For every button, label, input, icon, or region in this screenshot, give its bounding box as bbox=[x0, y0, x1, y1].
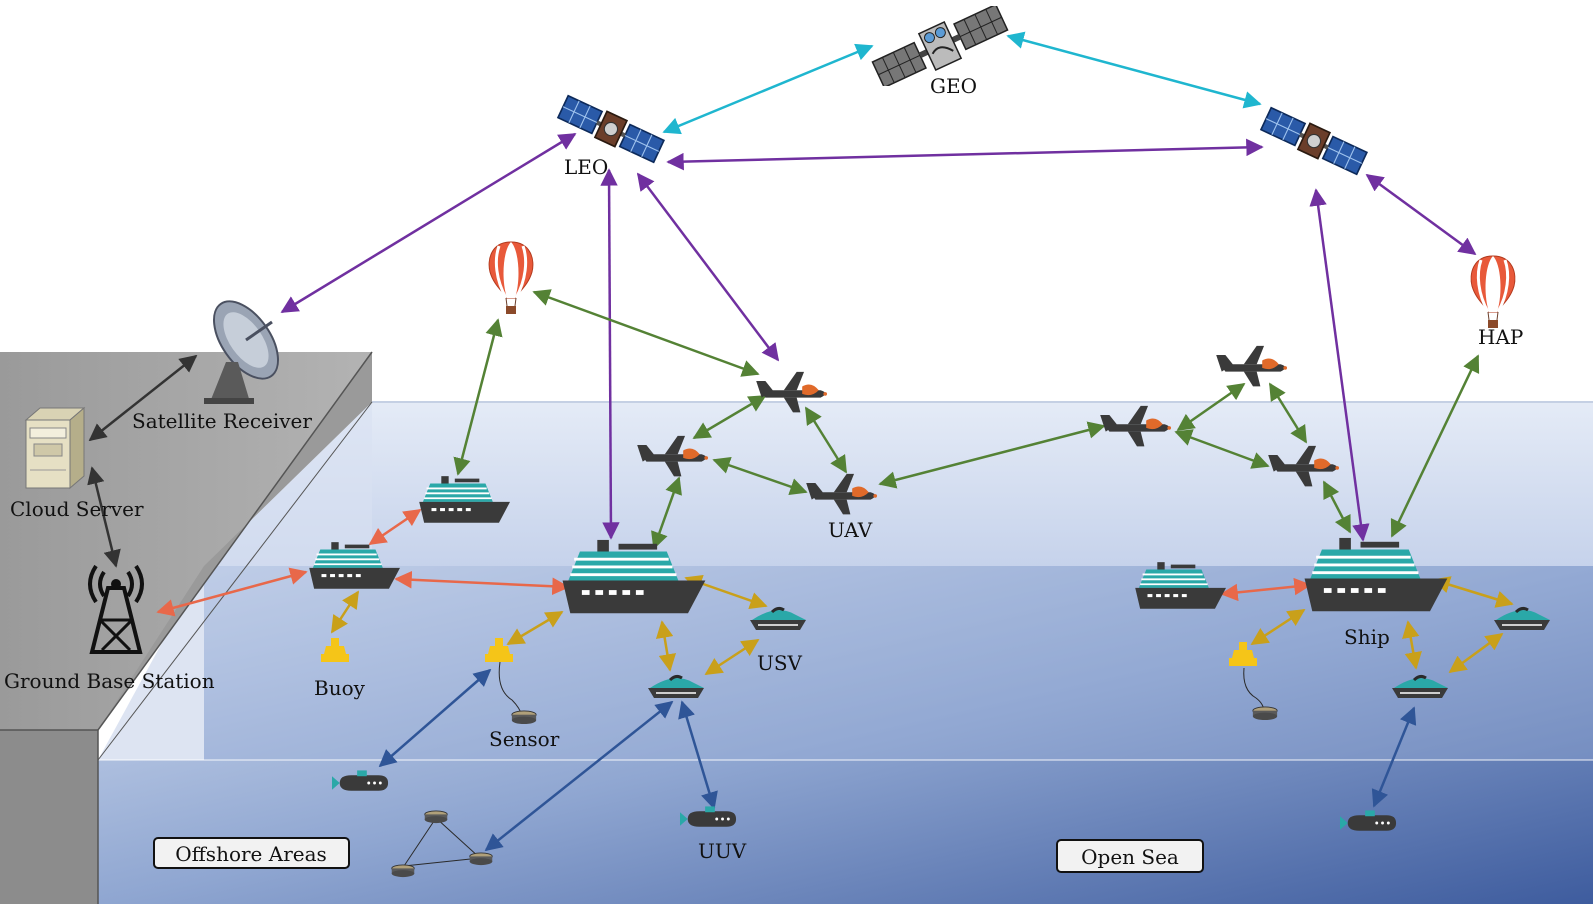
link-usv-usv-2 bbox=[1448, 632, 1504, 674]
link-ship-buoy bbox=[330, 590, 360, 634]
link-geo-leo bbox=[662, 43, 874, 135]
usv-label: USV bbox=[757, 651, 803, 675]
link-ship-gbs bbox=[156, 567, 308, 617]
sensor-icon bbox=[511, 710, 537, 725]
cloud-server-icon bbox=[24, 406, 86, 490]
link-uav-uav-6 bbox=[1174, 429, 1270, 469]
offshore-areas-badge: Offshore Areas bbox=[153, 837, 350, 869]
link-uav-uav-1 bbox=[692, 394, 767, 440]
link-usv-uuv bbox=[678, 700, 718, 810]
sensor-icon-2 bbox=[1252, 706, 1278, 721]
link-hap-uav bbox=[532, 289, 760, 377]
seabed-sensor-icon-3 bbox=[469, 852, 493, 866]
link-uav-uav-2 bbox=[804, 406, 848, 474]
satellite-receiver-label: Satellite Receiver bbox=[132, 409, 312, 433]
link-leo2-ship bbox=[1309, 188, 1370, 542]
link-ship-usv-2 bbox=[655, 620, 677, 672]
link-uav-ship-2 bbox=[1322, 480, 1352, 534]
leo-label: LEO bbox=[564, 155, 608, 179]
geo-label: GEO bbox=[930, 74, 977, 98]
hap-balloon-icon-2 bbox=[1469, 254, 1517, 330]
open-sea-label: Open Sea bbox=[1081, 845, 1179, 869]
seabed-sensor-icon bbox=[424, 810, 448, 824]
link-ship-ship-2 bbox=[394, 570, 570, 596]
link-uav-uav-3 bbox=[712, 456, 808, 496]
link-ship-ship-1 bbox=[368, 508, 422, 546]
seabed-sensor-icon-2 bbox=[391, 864, 415, 878]
link-buoy-uuv bbox=[378, 668, 492, 768]
link-leo-receiver bbox=[280, 132, 577, 314]
sensor-label: Sensor bbox=[489, 727, 560, 751]
link-uav-ship bbox=[651, 476, 682, 550]
link-ship-buoy-2 bbox=[506, 610, 564, 646]
link-ship-usv-4 bbox=[1402, 620, 1422, 670]
link-ship-buoy-3 bbox=[1250, 608, 1306, 646]
links bbox=[87, 31, 1514, 867]
link-geo-leo2 bbox=[1006, 31, 1262, 109]
offshore-areas-label: Offshore Areas bbox=[175, 842, 327, 866]
link-uav-uav-5 bbox=[1176, 382, 1246, 432]
leo-satellite-icon bbox=[556, 92, 665, 166]
link-hap-ship bbox=[453, 318, 503, 476]
uav-icon-5 bbox=[1216, 345, 1288, 387]
ship-label: Ship bbox=[1344, 625, 1390, 649]
link-usv-sensors bbox=[484, 700, 674, 852]
link-hap-ship-2 bbox=[1390, 354, 1480, 538]
link-leo-uav bbox=[636, 172, 780, 362]
link-leo-leo bbox=[666, 138, 1264, 171]
cloud-server-label: Cloud Server bbox=[10, 497, 144, 521]
hap-balloon-icon bbox=[487, 240, 535, 316]
link-ship-usv-3 bbox=[1432, 576, 1514, 608]
link-usv-uuv-2 bbox=[1371, 706, 1417, 808]
link-receiver-cloud bbox=[88, 354, 198, 442]
link-ship-ship-3 bbox=[1220, 577, 1312, 602]
link-usv-usv bbox=[704, 638, 760, 676]
open-sea-badge: Open Sea bbox=[1056, 839, 1204, 873]
link-cloud-gbs bbox=[87, 466, 121, 568]
land-block bbox=[0, 351, 373, 904]
uuv-label: UUV bbox=[698, 839, 747, 863]
link-leo2-hap bbox=[1365, 173, 1477, 256]
buoy-label: Buoy bbox=[314, 676, 366, 700]
satellite-dish-icon bbox=[204, 300, 279, 404]
labels: GEO LEO HAP UAV USV UUV Ship Buoy Sensor… bbox=[4, 74, 1523, 873]
ground-base-station-label: Ground Base Station bbox=[4, 669, 215, 693]
ground-base-station-icon bbox=[88, 564, 144, 654]
leo-satellite-icon-2 bbox=[1259, 104, 1368, 178]
uav-label: UAV bbox=[828, 518, 873, 542]
link-uav-uav-4 bbox=[878, 421, 1106, 489]
link-uav-uav-7 bbox=[1268, 382, 1308, 444]
nodes bbox=[24, 6, 1552, 878]
hap-label: HAP bbox=[1478, 325, 1523, 349]
